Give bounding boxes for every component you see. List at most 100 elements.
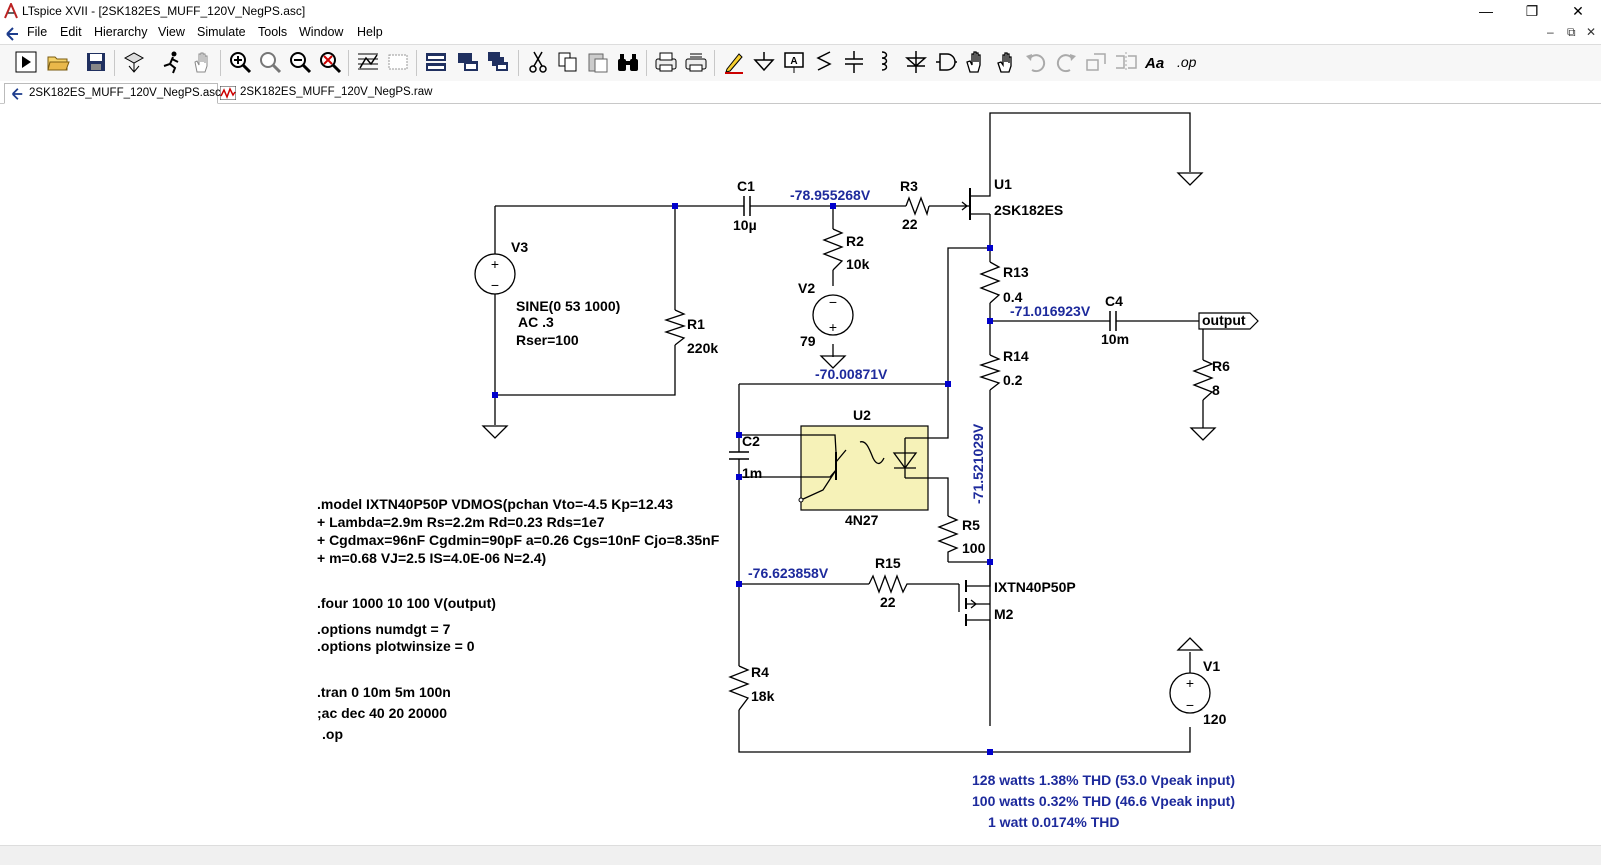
resistor-r15[interactable] [868, 574, 910, 594]
mirror-icon[interactable] [1114, 50, 1138, 74]
pan-hand-icon[interactable] [190, 50, 214, 74]
resistor-r1[interactable] [663, 309, 687, 346]
component-icon[interactable] [934, 50, 958, 74]
text-icon[interactable]: Aa [1144, 50, 1168, 74]
menu-help[interactable]: Help [357, 25, 383, 39]
control-panel-icon[interactable] [122, 50, 146, 74]
move-icon[interactable] [964, 50, 988, 74]
resistor-icon[interactable] [812, 50, 836, 74]
find-icon[interactable] [616, 50, 640, 74]
capacitor-c2[interactable] [729, 449, 749, 463]
maximize-button[interactable]: ❐ [1525, 3, 1539, 19]
cascade-icon[interactable] [486, 50, 510, 74]
zoom-out-icon[interactable] [288, 50, 312, 74]
resistor-r5[interactable] [937, 515, 959, 562]
resistor-r3[interactable] [905, 196, 930, 217]
menu-view[interactable]: View [158, 25, 185, 39]
spice-directives[interactable]: .model IXTN40P50P VDMOS(pchan Vto=-4.5 K… [317, 496, 720, 742]
c1-ref: C1 [737, 178, 755, 194]
mdi-child-icon[interactable] [4, 26, 20, 42]
r1-value: 220k [687, 340, 718, 356]
capacitor-c1[interactable] [740, 196, 753, 216]
resistor-r14[interactable] [978, 354, 1002, 391]
drag-icon[interactable] [994, 50, 1018, 74]
r2-ref: R2 [846, 233, 864, 249]
zoom-in-icon[interactable] [228, 50, 252, 74]
menu-file[interactable]: File [27, 25, 48, 39]
ground-icon[interactable] [752, 50, 776, 74]
tile-vertical-icon[interactable] [456, 50, 480, 74]
draw-wire-icon[interactable] [722, 50, 746, 74]
window-title: LTspice XVII - [2SK182ES_MUFF_120V_NegPS… [22, 4, 306, 18]
save-icon[interactable] [84, 50, 108, 74]
zoom-area-icon[interactable] [258, 50, 282, 74]
zoom-fit-icon[interactable] [318, 50, 342, 74]
resistors [663, 196, 1214, 711]
v2-value: 79 [800, 333, 816, 349]
directive-options-numdgt: .options numdgt = 7 [317, 621, 451, 637]
inductor-icon[interactable] [872, 50, 896, 74]
voltage-source-v3[interactable]: + − [474, 253, 516, 295]
undo-icon[interactable] [1024, 50, 1048, 74]
mosfet-m2[interactable] [958, 562, 991, 640]
resistor-r13[interactable] [979, 261, 1001, 304]
tile-horizontal-icon[interactable] [424, 50, 448, 74]
r5-ref: R5 [962, 517, 980, 533]
close-button[interactable]: ✕ [1572, 3, 1584, 19]
diode-icon[interactable] [904, 50, 928, 74]
cut-icon[interactable] [526, 50, 550, 74]
menu-edit[interactable]: Edit [60, 25, 82, 39]
note-128w: 128 watts 1.38% THD (53.0 Vpeak input) [972, 772, 1235, 788]
minimize-button[interactable]: — [1479, 3, 1493, 19]
mdi-close-button[interactable]: ✕ [1586, 25, 1597, 39]
m2-value: IXTN40P50P [994, 579, 1076, 595]
m2-ref: M2 [994, 606, 1014, 622]
menu-hierarchy[interactable]: Hierarchy [94, 25, 148, 39]
directive-model-line4: + m=0.68 VJ=2.5 IS=4.0E-06 N=2.4) [317, 550, 546, 566]
u1-ref: U1 [994, 176, 1012, 192]
ltspice-logo-icon [4, 3, 18, 19]
note-1w: 1 watt 0.0174% THD [988, 814, 1120, 830]
r2-value: 10k [846, 256, 870, 272]
resistor-r4[interactable] [728, 665, 750, 711]
menu-simulate[interactable]: Simulate [197, 25, 246, 39]
capacitor-icon[interactable] [842, 50, 866, 74]
capacitor-c4[interactable] [1107, 311, 1120, 331]
thd-notes[interactable]: 128 watts 1.38% THD (53.0 Vpeak input) 1… [972, 772, 1235, 830]
tile-icon[interactable] [386, 50, 410, 74]
rotate-icon[interactable] [1084, 50, 1108, 74]
tab-schematic[interactable]: 2SK182ES_MUFF_120V_NegPS.asc [4, 83, 221, 104]
v1-value: 120 [1203, 711, 1227, 727]
voltage-source-v1[interactable]: + − [1169, 672, 1211, 714]
jfet-u1[interactable] [961, 185, 991, 220]
print-setup-icon[interactable] [684, 50, 708, 74]
optocoupler-u2[interactable] [798, 425, 929, 511]
label-net-icon[interactable]: A [782, 50, 806, 74]
mdi-minimize-button[interactable]: – [1547, 25, 1554, 39]
status-bar [0, 845, 1601, 865]
directive-tran: .tran 0 10m 5m 100n [317, 684, 451, 700]
print-icon[interactable] [654, 50, 678, 74]
spice-directive-icon[interactable]: .op [1176, 50, 1200, 74]
paste-icon[interactable] [586, 50, 610, 74]
menu-window[interactable]: Window [299, 25, 344, 39]
menu-tools[interactable]: Tools [258, 25, 288, 39]
voltage-source-v2[interactable]: − + [812, 294, 854, 336]
halt-icon[interactable] [160, 50, 184, 74]
open-icon[interactable] [46, 50, 70, 74]
tab-waveform[interactable]: 2SK182ES_MUFF_120V_NegPS.raw [216, 83, 432, 102]
resistor-r6[interactable] [1192, 359, 1214, 401]
schematic-canvas[interactable]: + − − + + − [0, 104, 1601, 846]
svg-text:Aa: Aa [1144, 55, 1164, 72]
resistor-r2[interactable] [822, 228, 844, 271]
svg-text:+: + [1186, 675, 1194, 691]
copy-icon[interactable] [556, 50, 580, 74]
redo-icon[interactable] [1054, 50, 1078, 74]
directive-model-line3: + Cgdmax=96nF Cgdmin=90pF a=0.26 Cgs=10n… [317, 532, 720, 548]
run-icon[interactable] [14, 50, 38, 74]
r5-value: 100 [962, 540, 986, 556]
directive-model-line2: + Lambda=2.9m Rs=2.2m Rd=0.23 Rds=1e7 [317, 514, 605, 530]
output-net-label[interactable]: output [1198, 312, 1259, 330]
autoscale-icon[interactable] [356, 50, 380, 74]
mdi-restore-button[interactable]: ⧉ [1567, 25, 1576, 39]
